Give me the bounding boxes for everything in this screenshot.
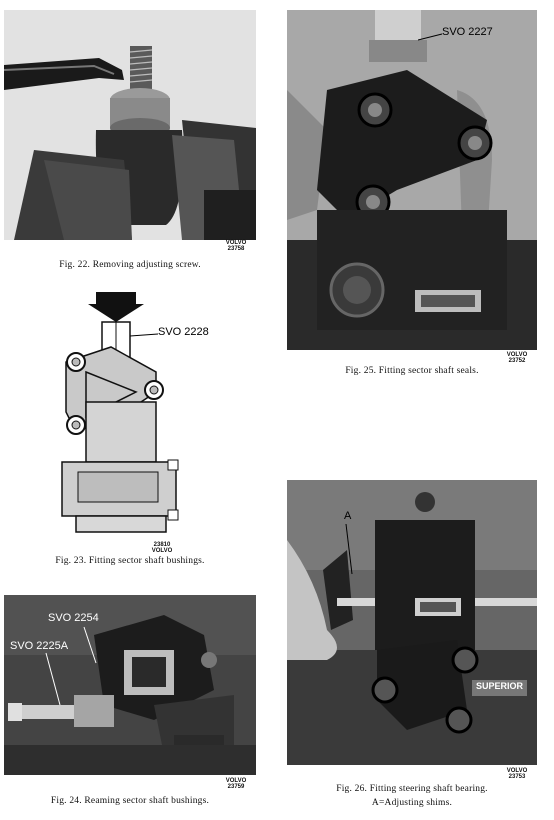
fig23-leader-line — [130, 333, 159, 337]
fig24-photo — [4, 595, 256, 775]
fig22-volvo-mark: VOLVO 23758 — [216, 240, 256, 252]
fig22-maker: VOLVO — [225, 240, 247, 246]
fig23-code: 23810 — [153, 542, 171, 548]
fig26-code: 23753 — [508, 774, 526, 780]
fig26-label-a: A — [344, 510, 352, 522]
fig24-maker: VOLVO — [225, 778, 247, 784]
fig25-photo — [287, 10, 537, 350]
fig25-maker: VOLVO — [506, 352, 528, 358]
fig23-caption: Fig. 23. Fitting sector shaft bushings. — [55, 556, 205, 566]
fig23-maker: VOLVO — [151, 548, 173, 554]
fig24-caption: Fig. 24. Reaming sector shaft bushings. — [50, 796, 210, 806]
fig24-volvo-mark: VOLVO 23759 — [216, 778, 256, 790]
fig23-tool-label: SVO 2228 — [158, 326, 209, 338]
fig23-volvo-mark: 23810 VOLVO — [142, 542, 182, 554]
fig24-tool-a-label: SVO 2254 — [48, 612, 99, 624]
fig22-caption: Fig. 22. Removing adjusting screw. — [59, 260, 201, 270]
fig25-leader-line — [418, 33, 443, 41]
fig23-drawing — [56, 292, 186, 542]
fig25-volvo-mark: VOLVO 23752 — [497, 352, 537, 364]
fig26-volvo-mark: VOLVO 23753 — [497, 768, 537, 780]
fig24-leader-lines — [45, 626, 97, 706]
fig25-tool-label: SVO 2227 — [442, 26, 493, 38]
fig24-code: 23759 — [227, 784, 245, 790]
fig26-photo — [287, 480, 537, 765]
fig26-caption-line1: Fig. 26. Fitting steering shaft bearing. — [336, 784, 488, 794]
fig24-tool-b-label: SVO 2225A — [10, 640, 69, 652]
fig25-code: 23752 — [508, 358, 526, 364]
fig22-photo — [4, 10, 256, 240]
fig26-maker: VOLVO — [506, 768, 528, 774]
fig26-leader-line — [345, 523, 353, 575]
fig25-caption: Fig. 25. Fitting sector shaft seals. — [345, 366, 479, 376]
fig26-caption-line2: A=Adjusting shims. — [371, 798, 453, 808]
fig22-code: 23758 — [227, 246, 245, 252]
fig26-brand-plate: SUPERIOR — [476, 681, 524, 691]
